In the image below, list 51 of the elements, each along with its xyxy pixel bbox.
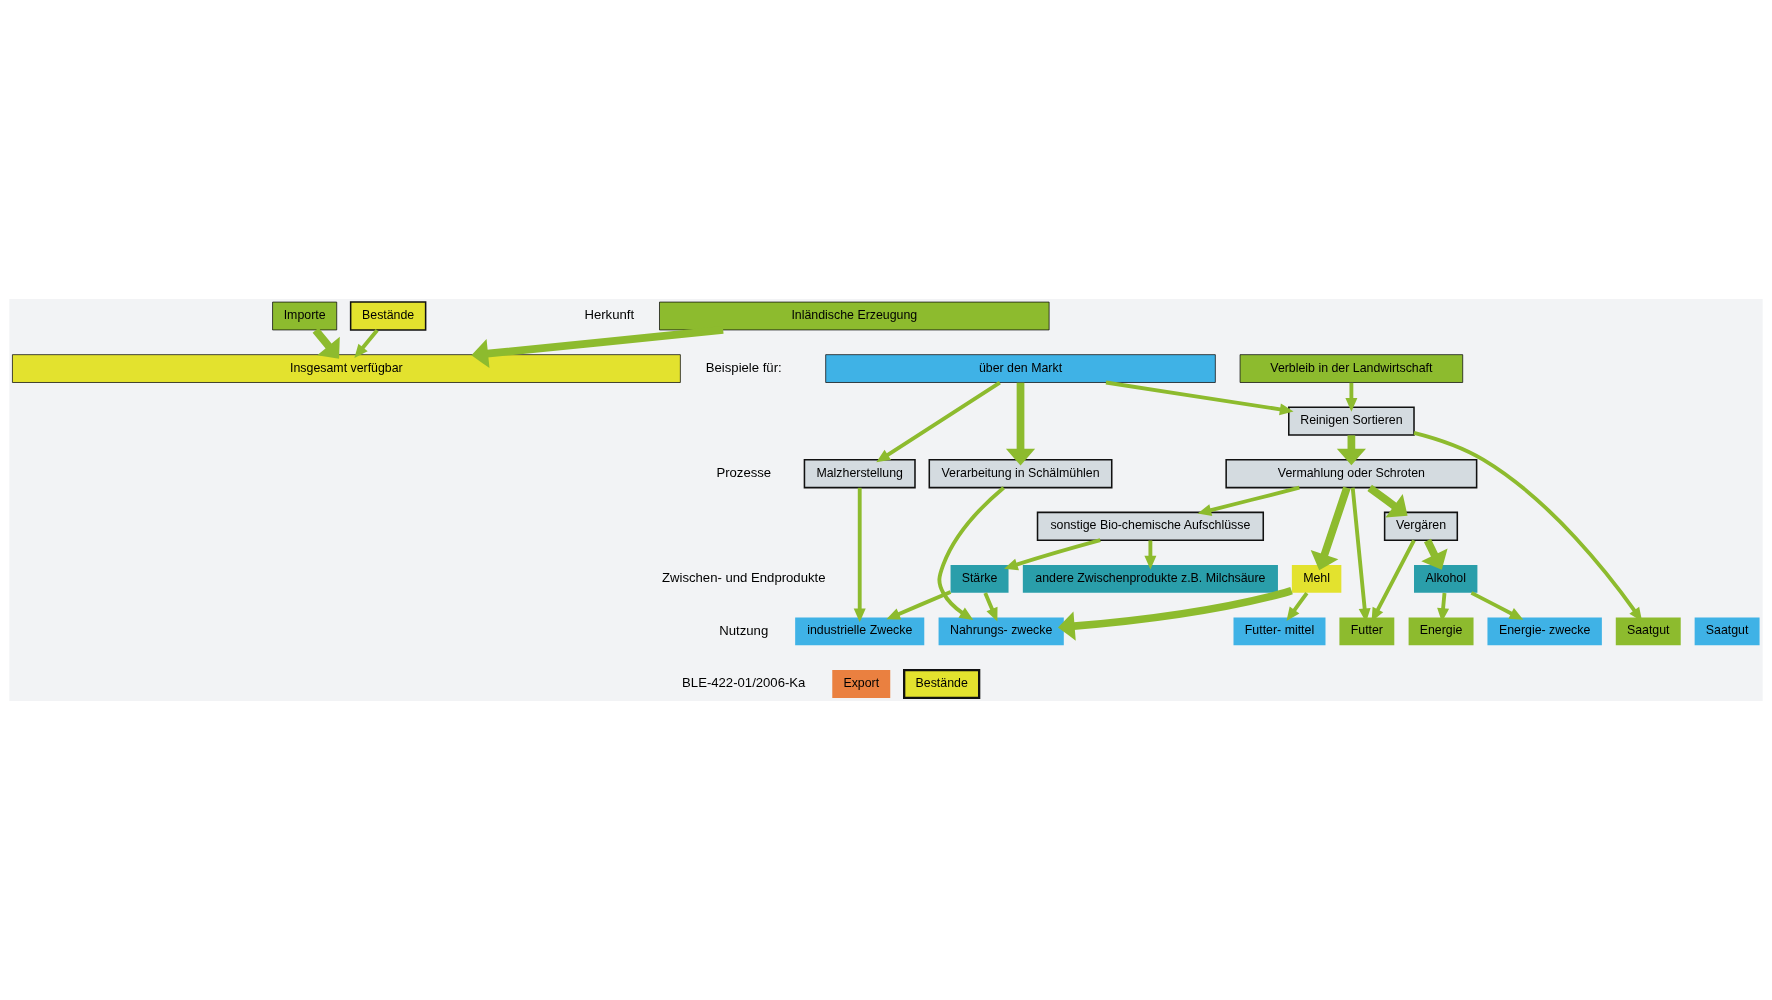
node-box: Energie [1408,617,1474,646]
arrow [1105,380,1294,416]
node-box: Vergären [1383,511,1459,541]
node-box: Verbleib in der Landwirtschaft [1239,354,1464,383]
label: Nutzung [719,622,769,638]
arrow [1345,382,1358,412]
node-box: Importe [272,301,338,331]
arrow [876,381,1001,463]
node-box: Saatgut [1615,617,1681,646]
node-box: Saatgut [1694,617,1760,646]
arrow [471,326,724,369]
arrow [1144,540,1157,570]
arrow [1310,486,1351,571]
arrow [1197,485,1300,516]
label: Herkunft [584,307,635,323]
arrow [983,592,998,622]
arrow [1057,587,1293,641]
node-box: industrielle Zwecke [795,617,925,646]
node-box: Reinigen Sortieren [1288,406,1415,436]
node-box: Stärke [950,564,1009,593]
node-box: Futter [1339,617,1395,646]
arrow [1286,591,1309,622]
node-box: Alkohol [1414,564,1478,593]
label: Prozesse [716,464,772,480]
node-box: Nahrungs- zwecke [938,617,1064,646]
node-box: Bestände [903,668,981,700]
arrow [853,487,866,623]
node-box: Inländische Erzeugung [659,301,1050,331]
node-box: Energie- zwecke [1487,617,1602,646]
node-box: Malzherstellung [803,459,916,489]
node-box: Futter- mittel [1233,617,1326,646]
node-box: Vermahlung oder Schroten [1225,459,1478,489]
arrow [1421,538,1448,570]
node-box: über den Markt [825,354,1216,383]
label: Zwischen- und Endprodukte [662,570,826,586]
arrow [312,327,340,359]
node-box: Insgesamt verfügbar [12,354,681,383]
label: BLE-422-01/2006-Ka [682,675,806,691]
arrow [354,328,379,359]
arrow [886,590,952,620]
node-box: Bestände [349,301,427,331]
node-box: Mehl [1291,564,1342,593]
arrow [937,486,1005,620]
arrow [1367,484,1408,518]
node-box: Export [832,670,891,698]
arrow [1005,382,1036,466]
arrow [1470,591,1524,620]
node-box: sonstige Bio-chemische Aufschlüsse [1036,511,1265,541]
node-box: andere Zwischenprodukte z.B. Milchsäure [1022,564,1278,593]
node-box: Verarbeitung in Schälmühlen [928,459,1113,489]
label: Beispiele für: [705,359,782,375]
